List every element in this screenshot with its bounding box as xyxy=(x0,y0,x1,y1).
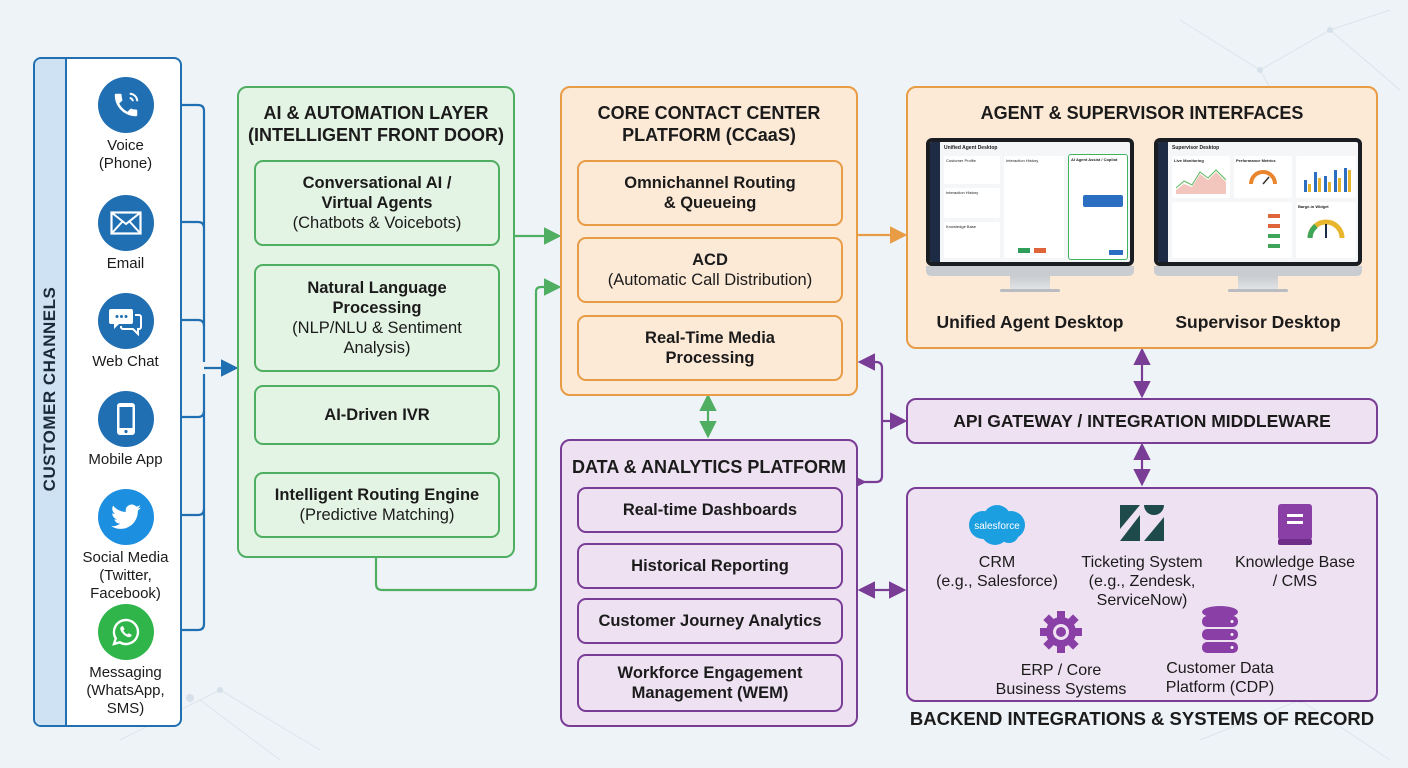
backend-knowledge-base[interactable]: Knowledge Base/ CMS xyxy=(1222,503,1368,591)
agent-screen-title: Unified Agent Desktop xyxy=(944,145,998,151)
channel-label: Mobile App xyxy=(88,451,163,468)
interaction-history-panel: Interaction History xyxy=(944,188,1000,218)
salesforce-cloud-icon: salesforce xyxy=(965,503,1029,547)
database-icon xyxy=(1200,605,1240,655)
backend-ticketing[interactable]: Ticketing System(e.g., Zendesk,ServiceNo… xyxy=(1072,503,1212,610)
channel-voice[interactable]: Voice(Phone) xyxy=(69,77,180,173)
channel-email[interactable]: Email xyxy=(69,195,180,273)
phone-icon xyxy=(97,77,154,133)
envelope-icon xyxy=(97,195,154,251)
channel-social-media[interactable]: Social Media(Twitter,Facebook) xyxy=(69,489,180,603)
gear-icon xyxy=(1038,609,1084,655)
channel-mobile-app[interactable]: Mobile App xyxy=(69,391,180,469)
interfaces-title: AGENT & SUPERVISOR INTERFACES xyxy=(980,103,1304,123)
backend-caption: BACKEND INTEGRATIONS & SYSTEMS OF RECORD xyxy=(909,708,1375,729)
ai-layer-title: AI & AUTOMATION LAYER(INTELLIGENT FRONT … xyxy=(248,103,504,145)
ai-automation-layer: AI & AUTOMATION LAYER(INTELLIGENT FRONT … xyxy=(237,86,515,558)
channel-label: Messaging(WhatsApp,SMS) xyxy=(86,664,165,717)
book-icon xyxy=(1275,503,1315,547)
conversational-ai-box[interactable]: Conversational AI /Virtual Agents(Chatbo… xyxy=(254,160,500,246)
customer-channels-panel: CUSTOMER CHANNELS Voice(Phone) Email Web… xyxy=(33,57,182,727)
supervisor-desktop-monitor[interactable]: Supervisor Desktop Live Monitoring Perfo… xyxy=(1154,138,1362,308)
backend-crm[interactable]: salesforce CRM(e.g., Salesforce) xyxy=(922,503,1072,591)
realtime-dashboards-box[interactable]: Real-time Dashboards xyxy=(577,487,843,533)
live-monitoring-panel: Live Monitoring xyxy=(1172,156,1230,198)
supervisor-screen-title: Supervisor Desktop xyxy=(1172,145,1220,151)
ai-agent-assist-panel: AI Agent Assist / Copilot xyxy=(1068,154,1128,260)
twitter-bird-icon xyxy=(97,489,154,545)
intelligent-routing-engine-box[interactable]: Intelligent Routing Engine(Predictive Ma… xyxy=(254,472,500,538)
supervisor-desktop-label: Supervisor Desktop xyxy=(1175,312,1341,332)
ai-driven-ivr-box[interactable]: AI-Driven IVR xyxy=(254,385,500,445)
agent-desktop-monitor[interactable]: Unified Agent Desktop Customer Profile I… xyxy=(926,138,1134,308)
svg-text:salesforce: salesforce xyxy=(974,521,1020,532)
history-feed-panel: Interaction History xyxy=(1004,156,1064,258)
knowledge-base-panel: Knowledge Base xyxy=(944,222,1000,258)
smartphone-icon xyxy=(97,391,154,447)
api-gateway-label: API GATEWAY / INTEGRATION MIDDLEWARE xyxy=(953,410,1331,431)
historical-reporting-box[interactable]: Historical Reporting xyxy=(577,543,843,589)
agent-supervisor-interfaces: AGENT & SUPERVISOR INTERFACES Unified Ag… xyxy=(906,86,1378,349)
backend-integrations-box: salesforce CRM(e.g., Salesforce) Ticketi… xyxy=(906,487,1378,702)
channel-messaging[interactable]: Messaging(WhatsApp,SMS) xyxy=(69,604,180,718)
analytics-title: DATA & ANALYTICS PLATFORM xyxy=(572,457,846,477)
zendesk-logo-icon xyxy=(1118,503,1166,547)
chat-bubbles-icon xyxy=(97,293,154,349)
channels-title-strip: CUSTOMER CHANNELS xyxy=(35,59,67,725)
omnichannel-routing-box[interactable]: Omnichannel Routing& Queueing xyxy=(577,160,843,226)
channel-label: Web Chat xyxy=(92,353,159,370)
channel-label: Voice(Phone) xyxy=(98,137,153,172)
performance-metrics-panel: Performance Metrics xyxy=(1234,156,1292,198)
channel-web-chat[interactable]: Web Chat xyxy=(69,293,180,371)
channel-label: Email xyxy=(106,255,145,272)
customer-profile-panel: Customer Profile xyxy=(944,156,1000,184)
customer-journey-analytics-box[interactable]: Customer Journey Analytics xyxy=(577,598,843,644)
barge-in-widget-panel: Barge-in Widget xyxy=(1296,202,1356,258)
data-analytics-platform: DATA & ANALYTICS PLATFORM Real-time Dash… xyxy=(560,439,858,727)
whatsapp-icon xyxy=(97,604,154,660)
bar-chart-widget xyxy=(1296,156,1356,198)
agent-status-table xyxy=(1172,202,1292,258)
channels-title: CUSTOMER CHANNELS xyxy=(40,286,59,492)
channel-label: Social Media(Twitter,Facebook) xyxy=(82,549,169,602)
acd-box[interactable]: ACD(Automatic Call Distribution) xyxy=(577,237,843,303)
api-gateway-box[interactable]: API GATEWAY / INTEGRATION MIDDLEWARE xyxy=(906,398,1378,444)
agent-desktop-label: Unified Agent Desktop xyxy=(936,312,1124,332)
